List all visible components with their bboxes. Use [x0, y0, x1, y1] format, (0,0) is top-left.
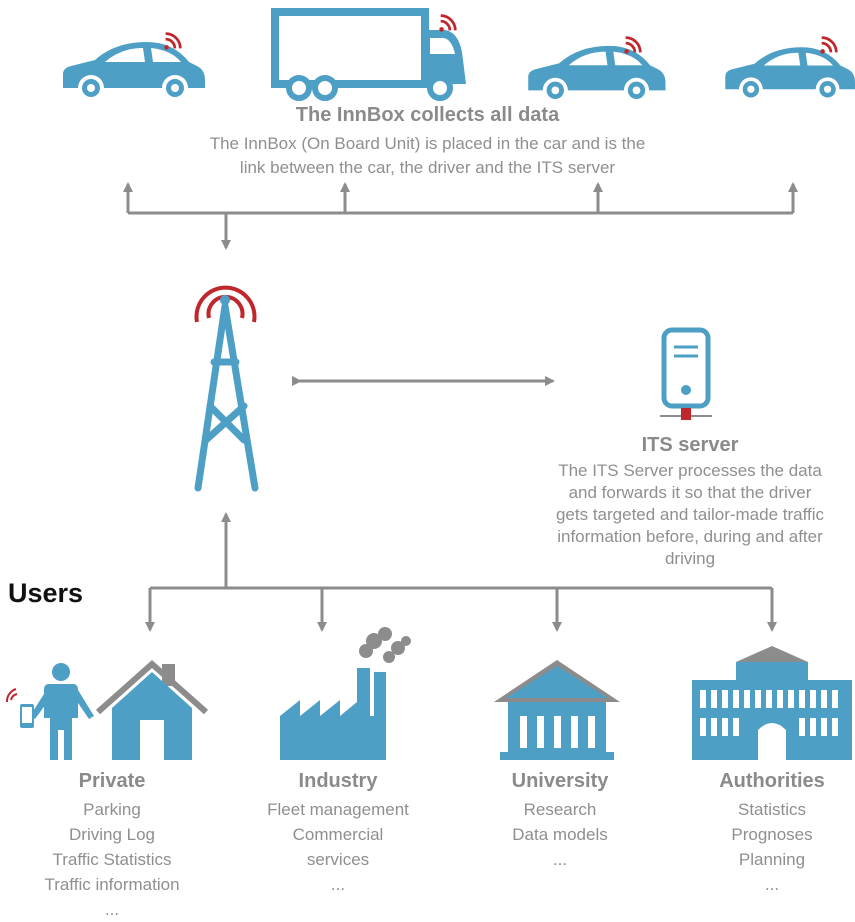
- car-icon: [528, 36, 666, 100]
- person-phone-icon: [6, 663, 94, 760]
- its-server-description: The ITS Server processes the data and fo…: [525, 460, 855, 570]
- factory-icon: [280, 627, 411, 760]
- innbox-description-line1: The InnBox (On Board Unit) is placed in …: [209, 134, 646, 153]
- users-heading: Users: [8, 578, 84, 608]
- its-server-title: ITS server: [641, 434, 739, 456]
- user-group-item: ...: [104, 900, 120, 919]
- user-group-item: services: [306, 850, 370, 869]
- server-icon: [660, 327, 712, 420]
- user-group-item: Statistics: [737, 800, 807, 819]
- its-server-line: The ITS Server processes the data: [558, 461, 822, 480]
- user-group-item: Planning: [738, 850, 806, 869]
- user-group-item: Driving Log: [69, 825, 155, 844]
- user-group-industry: Industry Fleet management Commercial ser…: [238, 770, 438, 897]
- user-group-item: Traffic information: [44, 875, 180, 894]
- user-group-item: ...: [764, 875, 780, 894]
- house-icon: [96, 659, 208, 760]
- university-icon: [494, 660, 620, 760]
- its-server-line: driving: [664, 549, 716, 568]
- user-group-item: Data models: [512, 825, 608, 844]
- government-building-icon: [692, 646, 852, 760]
- truck-icon: [271, 8, 466, 101]
- users-arrows: [145, 512, 777, 632]
- user-group-private: Private Parking Driving Log Traffic Stat…: [12, 770, 212, 922]
- its-server-line: information before, during and after: [557, 527, 823, 546]
- user-group-authorities: Authorities Statistics Prognoses Plannin…: [672, 770, 855, 897]
- user-group-item: Traffic Statistics: [52, 850, 172, 869]
- user-group-item: Commercial: [292, 825, 384, 844]
- its-server-line: gets targeted and tailor-made traffic: [555, 505, 825, 524]
- collection-arrows: [123, 182, 798, 250]
- innbox-description-line2: link between the car, the driver and the…: [239, 158, 616, 177]
- user-group-item: ...: [330, 875, 346, 894]
- car-icon: [725, 36, 855, 100]
- its-server-line: and forwards it so that the driver: [568, 483, 812, 502]
- innbox-title: The InnBox collects all data: [295, 104, 560, 126]
- car-icon: [63, 32, 205, 98]
- user-group-item: Fleet management: [267, 800, 409, 819]
- user-group-title: Industry: [298, 770, 378, 792]
- antenna-tower-icon: [194, 285, 259, 492]
- user-group-title: University: [511, 770, 609, 792]
- user-group-item: ...: [552, 850, 568, 869]
- user-group-title: Private: [78, 770, 146, 792]
- user-group-university: University Research Data models ...: [460, 770, 660, 872]
- user-group-title: Authorities: [719, 770, 825, 792]
- user-group-item: Parking: [83, 800, 141, 819]
- user-group-item: Research: [523, 800, 597, 819]
- user-group-item: Prognoses: [731, 825, 813, 844]
